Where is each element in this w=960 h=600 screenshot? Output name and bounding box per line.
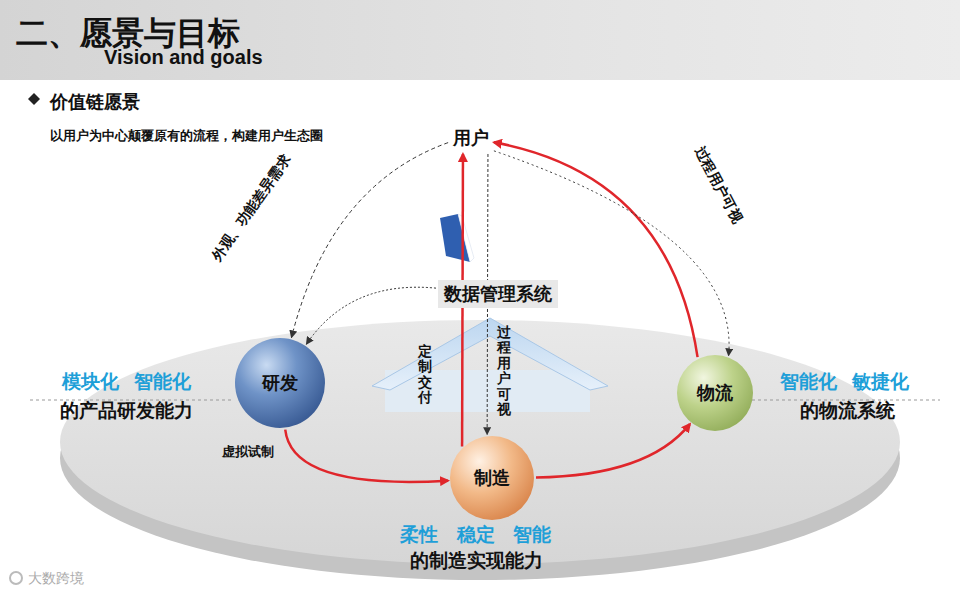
subtitle: Vision and goals xyxy=(104,46,263,69)
manufacturing-sphere: 制造 xyxy=(450,436,534,520)
capability-text: 的产品研发能力 xyxy=(60,398,193,424)
watermark-logo xyxy=(10,572,22,584)
node-text: 制造 xyxy=(474,466,510,490)
logistics-sphere: 物流 xyxy=(677,355,753,431)
node-text: 数据管理系统 xyxy=(444,282,552,306)
bullet-diamond xyxy=(28,93,40,105)
edge-label: 过程用户可视 xyxy=(690,144,745,227)
edge-label: 定制交付 xyxy=(418,344,432,406)
capability-keywords: 智能化 敏捷化 xyxy=(780,369,909,395)
node-text: 用户 xyxy=(453,126,489,150)
node-text: 研发 xyxy=(262,371,298,395)
user-node: 用户 xyxy=(450,124,492,152)
rd-sphere: 研发 xyxy=(235,338,325,428)
edge-label: 外观、功能差异需求 xyxy=(208,151,295,265)
edge-label: 虚拟试制 xyxy=(222,443,274,461)
flag-edge xyxy=(458,214,474,262)
flow-arrow xyxy=(285,430,448,482)
feedback-arrow xyxy=(292,143,449,338)
capability-keywords: 柔性 稳定 智能 xyxy=(400,522,551,548)
flow-arrow xyxy=(494,142,698,357)
title-banner xyxy=(0,0,960,80)
section-note: 以用户为中心颠覆原有的流程，构建用户生态圈 xyxy=(50,127,323,145)
house-roof xyxy=(372,318,608,390)
system-box: 数据管理系统 xyxy=(438,280,558,308)
node-text: 物流 xyxy=(697,381,733,405)
flow-arrow xyxy=(536,424,690,477)
capability-keywords: 模块化 智能化 xyxy=(62,369,191,395)
feedback-arrow xyxy=(306,287,436,344)
platform-disc xyxy=(60,320,900,564)
capability-text: 的物流系统 xyxy=(800,398,895,424)
feedback-arrow xyxy=(494,151,729,356)
section-heading: 价值链愿景 xyxy=(50,90,140,114)
edge-label: 过程用户可视 xyxy=(497,325,511,417)
watermark: 大数跨境 xyxy=(28,570,84,588)
capability-text: 的制造实现能力 xyxy=(410,548,543,574)
